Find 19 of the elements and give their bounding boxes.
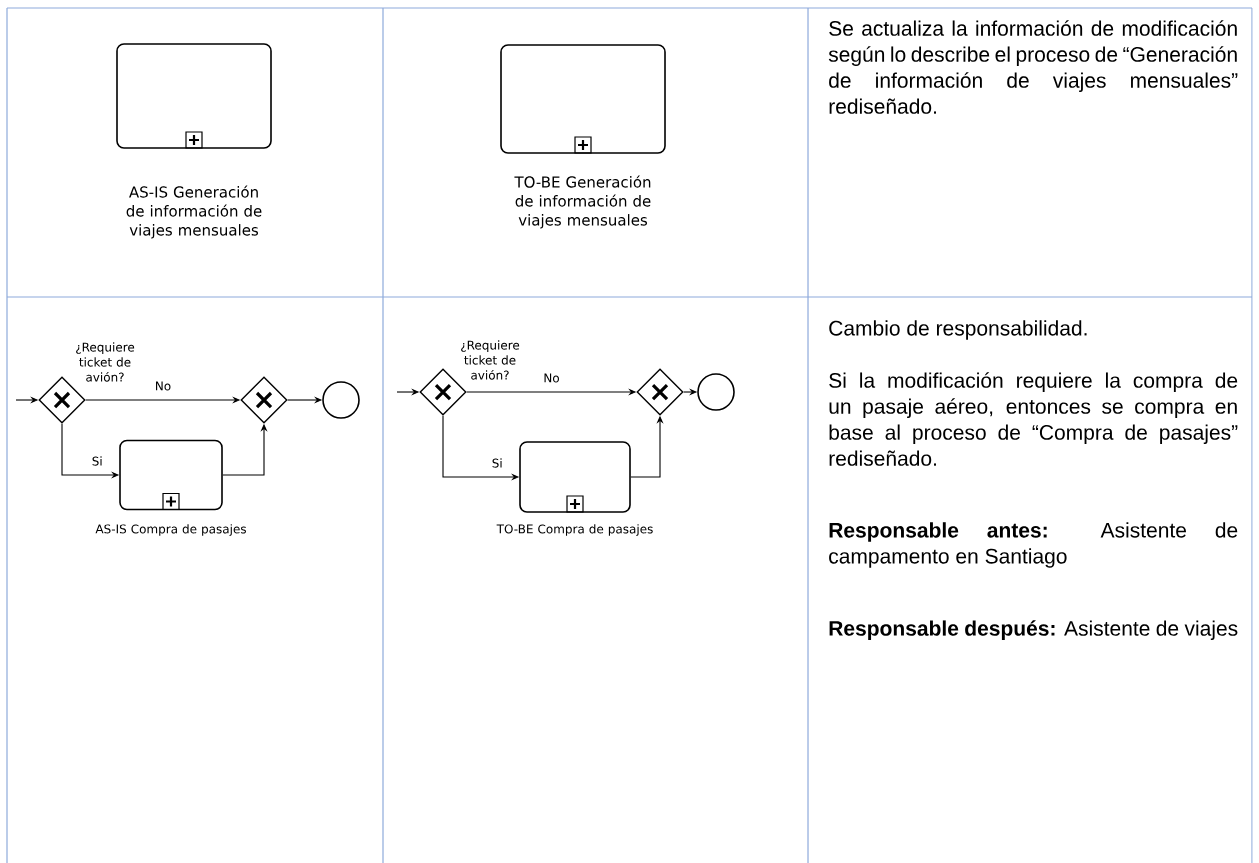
gateway-diamond [240,376,288,424]
end-event-circle [322,381,360,419]
edge-label: No [542,372,561,384]
gateway-label: ¿Requiere ticket de avión? [76,342,135,382]
task-label: AS-IS Generación de información de viajes mensuales [126,185,262,239]
gateway-diamond [636,368,684,416]
description-text: Responsable antes: Asistente de campamento en Santiago [829,522,1238,568]
task-label: TO-BE Generación de información de viajes mensuales [514,175,651,229]
description-text: Se actualiza la información de modificación según lo describe el proceso de “Generación de información de viajes mensuales” rediseñado. [828,20,1238,114]
task-label: TO-BE Compra de pasajes [496,524,653,536]
edge-label: No [153,380,173,392]
description-text: Responsable después: Asistente de viajes [829,620,1238,640]
edge-label: Si [490,457,504,469]
end-event-circle [697,373,735,411]
description-text: Cambio de responsabilidad. [829,320,1087,340]
edge-label: Si [90,455,104,467]
task-label: AS-IS Compra de pasajes [95,524,246,536]
description-text: Si la modificación requiere la compra de un pasaje aéreo, entonces se compra en base al proceso de “Compra de pasajes” rediseñado. [829,372,1238,466]
gateway-label: ¿Requiere ticket de avión? [461,340,520,380]
